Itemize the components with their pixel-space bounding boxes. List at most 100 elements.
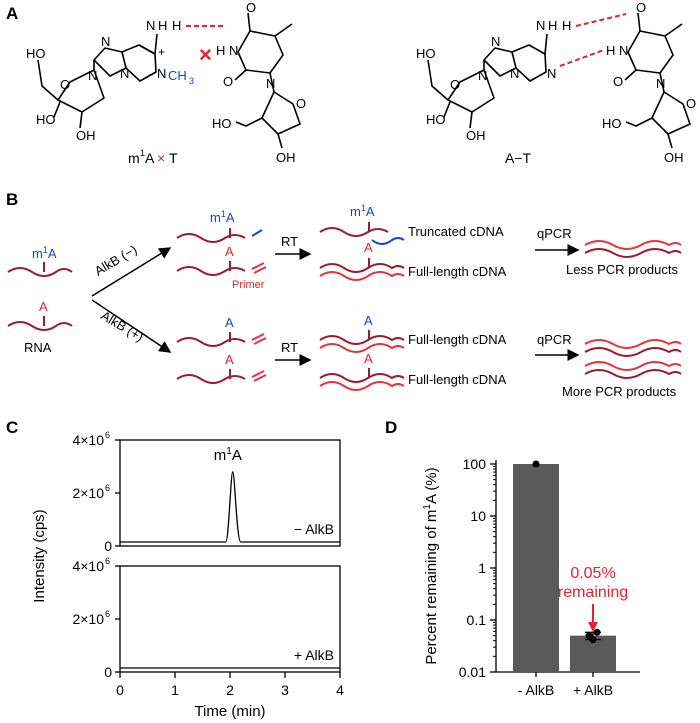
svg-text:O: O	[686, 96, 696, 111]
annotation-line-1: 0.05%	[570, 565, 615, 582]
qpcr-label-top: qPCR	[537, 226, 572, 241]
row1-m1a-label: m1A	[210, 209, 235, 225]
svg-text:H: H	[172, 18, 181, 33]
y-axis-label: Percent remaining of m1A (%)	[422, 467, 440, 664]
svg-text:N: N	[536, 18, 545, 33]
y-tick-label-1-0: 0	[104, 664, 112, 680]
full-length-label-1: Full-length cDNA	[408, 264, 507, 279]
rna-schematic	[7, 222, 682, 391]
m1a-t-caption: m 1 A × T	[128, 148, 178, 166]
svg-text:N: N	[88, 68, 97, 83]
panel-label-d: D	[385, 418, 397, 437]
trace-label-0: − AlkB	[294, 521, 334, 537]
row2-a-label: A	[225, 244, 234, 259]
m1a-t-structure	[37, 12, 301, 149]
rt-label-bottom: RT	[281, 340, 298, 355]
data-point-0-0	[532, 460, 540, 468]
svg-text:H: H	[562, 18, 571, 33]
rt-row1-m1a-label: m1A	[350, 203, 375, 219]
full-length-label-2: Full-length cDNA	[408, 332, 507, 347]
svg-text:N: N	[120, 66, 129, 81]
svg-text:N: N	[491, 34, 500, 49]
svg-text:1: 1	[140, 148, 145, 158]
x-tick-label-0: 0	[116, 682, 124, 698]
svg-text:HO: HO	[602, 116, 622, 131]
y-tick-label-4: 100	[463, 456, 487, 472]
x-tick-label-0: - AlkB	[518, 682, 555, 698]
row4-a-label: A	[225, 352, 234, 367]
trace-line-0	[120, 471, 340, 543]
y-axis-label: Intensity (cps)	[31, 509, 48, 602]
svg-text:O: O	[60, 77, 70, 92]
y-tick-exp-1-2: 6	[105, 556, 110, 566]
a-atoms: N H H N N N N HO O HO OH O H N O N O HO …	[416, 0, 696, 165]
annotation-line-2: remaining	[558, 584, 628, 601]
svg-text:N: N	[146, 18, 155, 33]
less-pcr-label: Less PCR products	[566, 262, 678, 277]
hbond-1	[575, 13, 627, 27]
svg-text:N: N	[101, 34, 110, 49]
panel-label-c: C	[6, 418, 18, 437]
svg-text:OH: OH	[664, 150, 684, 165]
svg-text:N: N	[478, 68, 487, 83]
svg-text:HO: HO	[36, 112, 56, 127]
cross-mark-icon: ×	[199, 42, 212, 67]
svg-text:H: H	[606, 43, 615, 58]
rt-row3-a-label: A	[364, 313, 373, 328]
y-tick-label-1: 0.1	[467, 612, 487, 628]
svg-text:×: ×	[157, 150, 165, 166]
x-tick-label-2: 2	[226, 682, 234, 698]
svg-text:N: N	[510, 66, 519, 81]
svg-text:N: N	[229, 43, 238, 58]
alkb-minus-label: AlkB (−)	[92, 242, 140, 279]
y-tick-exp-0-2: 6	[105, 430, 110, 440]
svg-text:m: m	[128, 150, 140, 166]
y-tick-label-0: 0.01	[459, 664, 486, 680]
svg-text:H: H	[216, 43, 225, 58]
svg-text:OH: OH	[276, 150, 296, 165]
x-axis-label: Time (min)	[194, 703, 265, 720]
svg-text:N: N	[656, 76, 665, 91]
panel-label-a: A	[6, 4, 18, 23]
svg-text:O: O	[296, 96, 306, 111]
y-tick-label-0-2: 4×10	[72, 432, 104, 448]
bar-0	[513, 464, 559, 672]
rt-row2-a-label: A	[364, 240, 373, 255]
ch3-group: CH	[168, 68, 187, 83]
panel-label-b: B	[6, 190, 18, 209]
svg-text:O: O	[223, 74, 233, 89]
rt-label-top: RT	[281, 234, 298, 249]
svg-text:O: O	[246, 0, 256, 15]
svg-text:OH: OH	[76, 128, 96, 143]
rna-m1a-label: m1A	[32, 245, 57, 261]
svg-text:OH: OH	[466, 128, 486, 143]
a-t-caption: A−T	[505, 150, 532, 166]
svg-text:HO: HO	[416, 46, 436, 61]
svg-text:HO: HO	[426, 112, 446, 127]
truncated-cdna-label: Truncated cDNA	[408, 224, 504, 239]
qpcr-label-bottom: qPCR	[537, 332, 572, 347]
y-tick-label-0-1: 2×10	[72, 485, 104, 501]
svg-text:HO: HO	[212, 116, 232, 131]
arrow-alkb-plus	[91, 299, 172, 353]
svg-text:A: A	[145, 150, 155, 166]
y-tick-exp-0-1: 6	[105, 483, 110, 493]
svg-text:T: T	[169, 150, 178, 166]
y-tick-label-2: 1	[478, 560, 486, 576]
rna-label: RNA	[24, 340, 52, 355]
svg-text:3: 3	[189, 76, 194, 86]
y-tick-exp-1-1: 6	[105, 609, 110, 619]
svg-text:O: O	[636, 0, 646, 15]
arrow-alkb-minus	[91, 247, 172, 297]
x-tick-label-1: + AlkB	[573, 682, 613, 698]
rt-row4-a-label: A	[364, 351, 373, 366]
svg-text:N: N	[266, 76, 275, 91]
svg-text:HO: HO	[26, 46, 46, 61]
y-tick-label-1-1: 2×10	[72, 611, 104, 627]
svg-text:+: +	[158, 45, 165, 59]
svg-text:H: H	[548, 18, 557, 33]
more-pcr-label: More PCR products	[562, 384, 677, 399]
row3-a-label: A	[225, 315, 234, 330]
